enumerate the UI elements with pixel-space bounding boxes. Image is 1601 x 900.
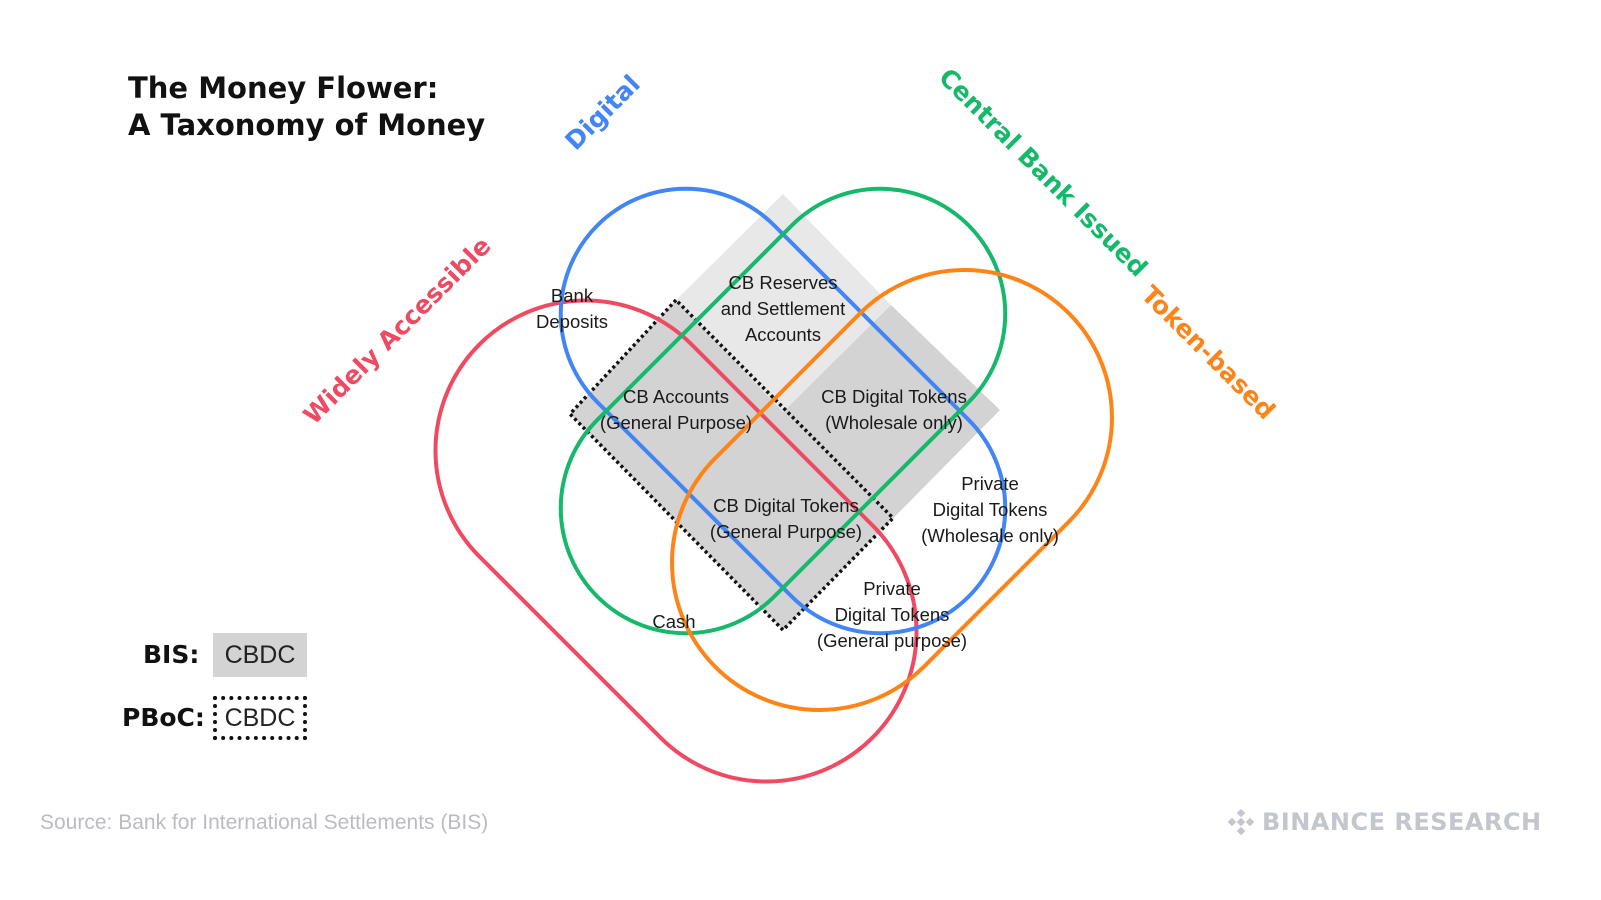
region-line: CB Digital Tokens [713, 495, 859, 516]
source-note: Source: Bank for International Settlemen… [40, 811, 489, 834]
region-line: CB Digital Tokens [821, 386, 967, 407]
region-line: Private [961, 473, 1019, 494]
region-fill-cb-reserves [676, 194, 891, 412]
region-line: Cash [652, 611, 696, 632]
title-line-1: The Money Flower: [128, 71, 439, 105]
region-cb-tokens-general: CB Digital Tokens (General Purpose) [710, 493, 862, 545]
region-bank-deposits: Bank Deposits [536, 283, 608, 335]
region-cb-tokens-wholesale: CB Digital Tokens (Wholesale only) [821, 384, 967, 436]
region-line: Accounts [744, 324, 822, 345]
region-line: Private [863, 578, 921, 599]
token-based-set-outline [670, 268, 1114, 712]
region-line: (General Purpose) [709, 521, 863, 542]
central-bank-issued-set-outline [558, 186, 1008, 636]
legend-bis-cbdc-box: CBDC [213, 633, 307, 677]
region-line: (Wholesale only) [921, 525, 1059, 546]
region-line: and Settlement [720, 298, 846, 319]
brand-mark: BINANCE RESEARCH [1228, 808, 1542, 836]
region-private-general: Private Digital Tokens (General purpose) [817, 576, 967, 654]
title-line-2: A Taxonomy of Money [128, 108, 486, 142]
region-cb-accounts: CB Accounts (General Purpose) [600, 384, 752, 436]
region-line: Digital Tokens [932, 499, 1048, 520]
region-cash: Cash [652, 609, 695, 635]
region-line: (General purpose) [816, 630, 968, 651]
region-line: CB Accounts [623, 386, 729, 407]
digital-set-outline [558, 186, 1008, 636]
region-cb-reserves: CB Reserves and Settlement Accounts [721, 270, 845, 348]
diagram-title: The Money Flower: A Taxonomy of Money [128, 70, 485, 144]
region-fill-cbdc [570, 300, 1000, 630]
brand-text: BINANCE RESEARCH [1262, 808, 1542, 836]
region-line: CB Reserves [728, 272, 838, 293]
legend-pboc-cbdc-box: CBDC [213, 696, 307, 740]
region-line: Deposits [536, 311, 608, 332]
legend-bis-label: BIS: [143, 640, 200, 669]
legend-pboc-label: PBoC: [122, 703, 205, 732]
region-private-wholesale: Private Digital Tokens (Wholesale only) [921, 471, 1059, 549]
pboc-dotted-boundary [567, 297, 896, 633]
region-line: (Wholesale only) [825, 412, 963, 433]
region-line: Digital Tokens [834, 604, 950, 625]
region-line: Bank [550, 285, 594, 306]
widely-accessible-set-outline [433, 298, 919, 784]
region-line: (General Purpose) [599, 412, 753, 433]
binance-logo-icon [1228, 809, 1254, 835]
